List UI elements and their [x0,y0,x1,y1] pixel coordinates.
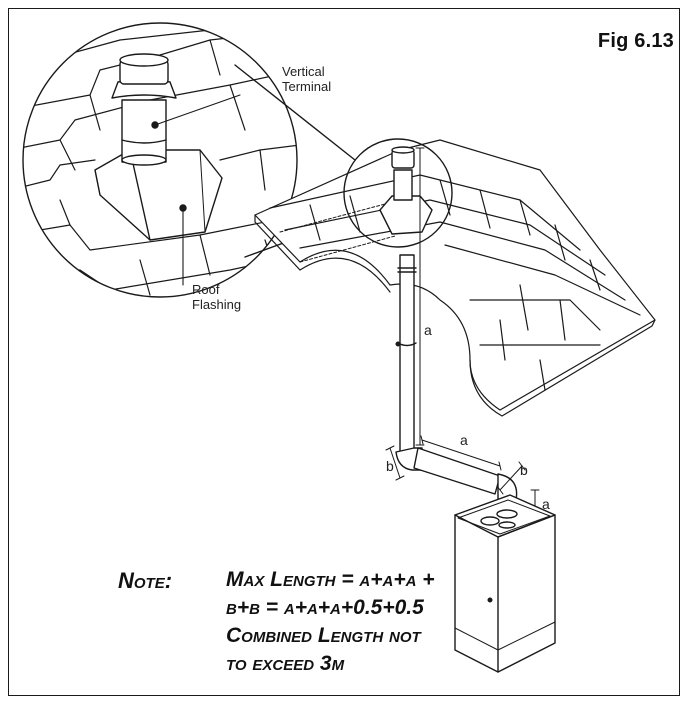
dim-label-riser-a: a [542,496,550,512]
dim-label-horizontal-a: a [460,432,468,448]
dim-label-elbow-b-left: b [386,458,394,474]
dim-label-elbow-b-right: b [520,462,528,478]
vertical-flue-pipe [395,254,417,456]
figure-label: Fig 6.13 [597,30,674,52]
note-line: Max Length = a+a+a + [226,568,435,591]
note-line: to exceed 3m [226,652,345,675]
roof-detail-circle [343,138,453,248]
dim-line-elbow-right [496,461,526,495]
note-line: b+b = a+a+a+0.5+0.5 [226,596,424,619]
boiler [454,494,556,673]
note-text: Max Length = a+a+a + b+b = a+a+a+0.5+0.5… [226,566,526,678]
vertical-terminal-dot [151,121,159,129]
dim-line-elbow-left [385,445,405,481]
dim-line-vertical [415,147,425,446]
vertical-terminal-leader [154,94,241,126]
dim-label-vertical-a: a [424,322,432,338]
roof-illustration [254,139,656,417]
note-line: Combined Length not [226,624,421,647]
vertical-terminal-label: Vertical Terminal [282,64,332,94]
note-heading: Note: [118,568,173,593]
figure-frame [8,8,680,696]
roof-flashing-label: Roof Flashing [192,282,242,312]
roof-terminal [379,146,433,235]
roof-flashing-dot [179,204,187,212]
dim-line-horizontal [420,435,502,471]
magnified-detail [22,22,298,298]
detail-leader-top [234,64,356,161]
